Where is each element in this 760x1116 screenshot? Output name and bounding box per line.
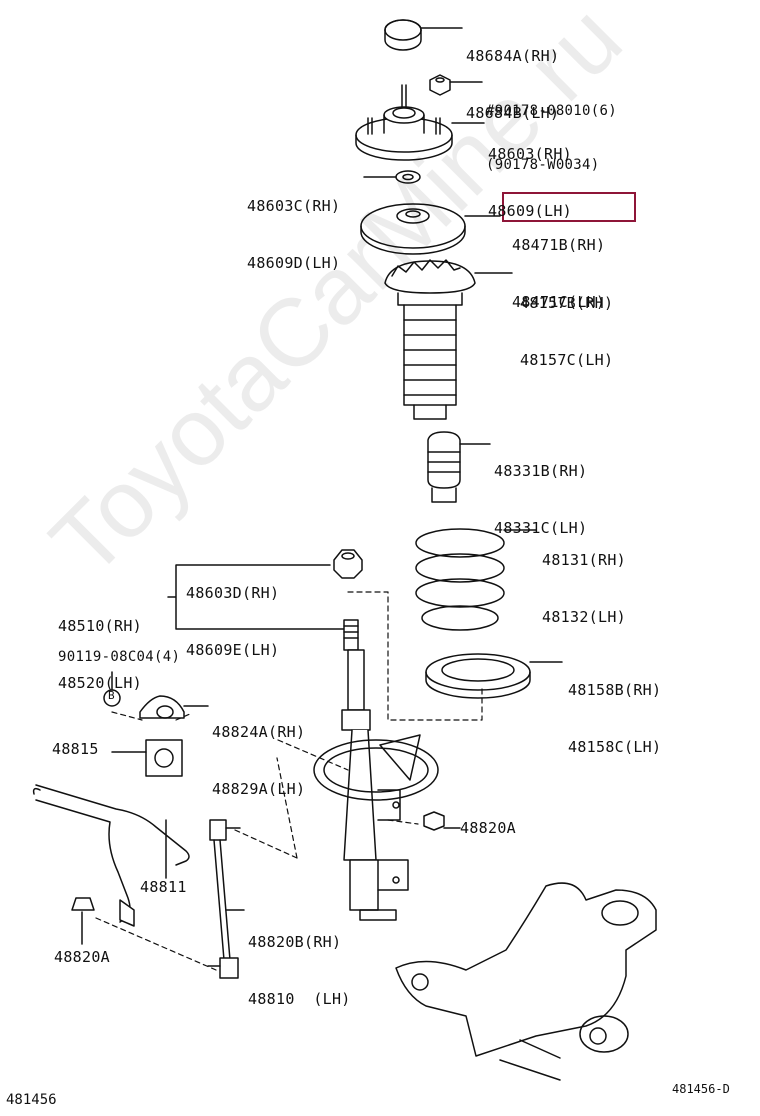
- label-48603c-rh: 48603C(RH): [247, 197, 341, 215]
- label-48684[interactable]: 48684A(RH) 48684B(LH): [466, 9, 559, 142]
- strut-48510: [313, 619, 439, 921]
- label-48824-lh: 48829A(LH): [212, 780, 306, 798]
- nut-48820a-right: [423, 811, 461, 831]
- label-48331[interactable]: 48331B(RH) 48331C(LH): [494, 424, 587, 557]
- label-48820b-lh: 48810 (LH): [248, 990, 351, 1008]
- bracket-48824: [139, 695, 209, 719]
- insulator-48158: [425, 653, 563, 699]
- label-48510[interactable]: 48510(RH) 48520(LH): [58, 579, 142, 712]
- label-48158-lh: 48158C(LH): [568, 738, 662, 756]
- label-48820a-right-text: 48820A: [460, 819, 516, 837]
- cap-48684: [384, 19, 463, 51]
- label-48820a-left-text: 48820A: [54, 948, 110, 966]
- label-48510-rh: 48510(RH): [58, 617, 142, 635]
- boot-48157: [384, 259, 513, 420]
- label-48157-lh: 48157C(LH): [520, 351, 614, 369]
- label-48820b[interactable]: 48820B(RH) 48810 (LH): [248, 895, 351, 1028]
- label-90178-main: #90178-08010(6): [486, 103, 617, 119]
- nut-48820a-left: [71, 897, 95, 945]
- label-48510-lh: 48520(LH): [58, 674, 142, 692]
- label-48603-lh: 48609(LH): [488, 202, 572, 220]
- label-48157[interactable]: 48157B(RH) 48157C(LH): [520, 256, 613, 389]
- label-48331-rh: 48331B(RH): [494, 462, 588, 480]
- label-48815-text: 48815: [52, 740, 99, 758]
- seat-48471: [360, 203, 501, 255]
- label-48157-rh: 48157B(RH): [520, 294, 614, 312]
- nut-48603d: [167, 549, 363, 630]
- label-48158[interactable]: 48158B(RH) 48158C(LH): [568, 643, 661, 776]
- label-90119[interactable]: 90119-08C04(4): [58, 648, 180, 667]
- bolt-90119: [103, 671, 121, 707]
- label-48471-lh: 48471C(LH): [512, 293, 606, 311]
- stabilizer-48811: [32, 784, 190, 927]
- label-48471[interactable]: 48471B(RH) 48471C(LH): [512, 198, 605, 331]
- circle-b-text: B: [108, 689, 115, 702]
- highlight-box[interactable]: [502, 192, 636, 222]
- link-48820b: [207, 819, 245, 979]
- label-48131[interactable]: 48131(RH) 48132(LH): [542, 513, 626, 646]
- label-48603[interactable]: 48603(RH) 48609(LH): [488, 107, 572, 240]
- label-48820a-right[interactable]: 48820A: [460, 819, 516, 838]
- label-90178-alt: (90178-W0034): [486, 157, 600, 173]
- label-48815[interactable]: 48815: [52, 740, 99, 759]
- footer-right: 481456-D: [672, 1082, 730, 1096]
- label-48603d-rh: 48603D(RH): [186, 584, 280, 602]
- label-48603-rh: 48603(RH): [488, 145, 572, 163]
- label-48811-text: 48811: [140, 878, 187, 896]
- nut-90178: [429, 74, 483, 96]
- label-90119-text: 90119-08C04(4): [58, 649, 181, 665]
- label-48684-lh: 48684B(LH): [466, 104, 560, 122]
- coil-spring-48131: [415, 528, 537, 631]
- label-48820a-left[interactable]: 48820A: [54, 948, 110, 967]
- circle-b-label: B: [108, 689, 115, 703]
- label-48131-lh: 48132(LH): [542, 608, 626, 626]
- label-90178[interactable]: #90178-08010(6) (90178-W0034): [486, 66, 617, 192]
- label-48820b-rh: 48820B(RH): [248, 933, 342, 951]
- label-48158-rh: 48158B(RH): [568, 681, 662, 699]
- label-48824-rh: 48824A(RH): [212, 723, 306, 741]
- label-48471-rh: 48471B(RH): [512, 236, 606, 254]
- footer-left: 481456: [6, 1092, 57, 1108]
- label-48603c-lh: 48609D(LH): [247, 254, 341, 272]
- steering-knuckle: [395, 882, 657, 1081]
- label-48131-rh: 48131(RH): [542, 551, 626, 569]
- washer-48603c: [363, 170, 421, 184]
- label-48811[interactable]: 48811: [140, 878, 187, 897]
- label-48331-lh: 48331C(LH): [494, 519, 588, 537]
- label-48603c[interactable]: 48603C(RH) 48609D(LH): [247, 159, 340, 292]
- bushing-48815: [111, 739, 183, 777]
- stopper-48331: [427, 431, 491, 503]
- label-48824[interactable]: 48824A(RH) 48829A(LH): [212, 685, 305, 818]
- support-48603: [355, 84, 485, 161]
- label-48603d-lh: 48609E(LH): [186, 641, 280, 659]
- label-48603d[interactable]: 48603D(RH) 48609E(LH): [186, 546, 279, 679]
- label-48684-rh: 48684A(RH): [466, 47, 560, 65]
